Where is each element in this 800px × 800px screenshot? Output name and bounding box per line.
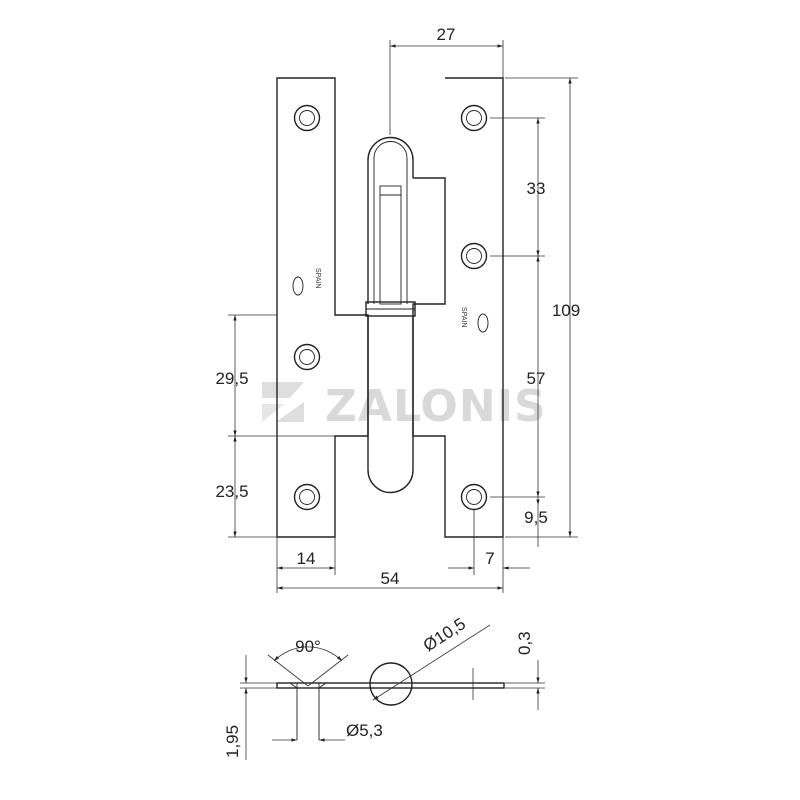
dim-hole-diameter: Ø5,3 xyxy=(272,721,383,742)
dim-label-27: 27 xyxy=(437,25,456,44)
watermark-text: ZALONIS xyxy=(325,381,547,432)
screw-hole-left-middle xyxy=(293,343,321,371)
dim-label-33: 33 xyxy=(527,179,546,198)
dim-pin-diameter: Ø10,5 xyxy=(372,614,491,701)
dim-label-14: 14 xyxy=(297,549,316,568)
hinge-pin xyxy=(365,136,416,494)
dim-label-90-degrees: 90° xyxy=(295,637,321,656)
watermark: ZALONIS xyxy=(262,381,547,432)
screw-hole-right-top xyxy=(460,104,488,132)
dim-label-23-5: 23,5 xyxy=(215,482,248,501)
right-leaf-outline xyxy=(412,77,504,538)
dim-label-1-95: 1,95 xyxy=(223,725,242,758)
dim-left-lower-height: 23,5 xyxy=(215,436,277,538)
dim-thickness: 1,95 xyxy=(223,655,277,760)
dim-countersink-angle: 90° xyxy=(267,637,349,687)
watermark-logo-icon xyxy=(262,382,304,422)
manufacturer-stamp-right: SPAIN xyxy=(460,307,489,333)
dim-label-7: 7 xyxy=(485,549,494,568)
spain-mark-left: SPAIN xyxy=(314,268,321,289)
dim-label-9-5: 9,5 xyxy=(524,508,548,527)
screw-hole-right-middle xyxy=(460,242,488,270)
dim-label-109: 109 xyxy=(552,301,580,320)
dim-clearance: 0,3 xyxy=(505,631,545,710)
dim-label-29-5: 29,5 xyxy=(215,369,248,388)
dim-middle-hole-spacing: 57 xyxy=(490,256,546,498)
screw-hole-left-bottom xyxy=(293,483,321,511)
dim-bottom-hole-offset: 9,5 xyxy=(524,497,548,547)
screw-hole-left-top xyxy=(293,104,321,132)
dim-overall-width: 54 xyxy=(277,569,503,590)
dim-label-57: 57 xyxy=(527,369,546,388)
dim-left-leaf-width: 14 xyxy=(276,537,336,593)
dim-label-0-3: 0,3 xyxy=(515,631,534,655)
dim-top-width: 27 xyxy=(389,25,504,135)
dim-label-pin-diameter: Ø10,5 xyxy=(420,614,469,655)
spain-mark-right: SPAIN xyxy=(460,307,467,328)
dim-label-54: 54 xyxy=(381,569,400,588)
screw-hole-right-bottom xyxy=(460,483,488,511)
left-leaf-outline xyxy=(276,77,369,538)
dim-upper-hole-spacing: 33 xyxy=(490,117,546,257)
dim-label-hole-diameter: Ø5,3 xyxy=(346,721,383,740)
dim-right-edge-offset: 7 xyxy=(448,510,530,593)
section-view xyxy=(276,662,505,740)
dim-left-upper-height: 29,5 xyxy=(215,314,335,437)
dim-overall-height: 109 xyxy=(505,77,580,538)
manufacturer-stamp-left: SPAIN xyxy=(292,268,321,296)
